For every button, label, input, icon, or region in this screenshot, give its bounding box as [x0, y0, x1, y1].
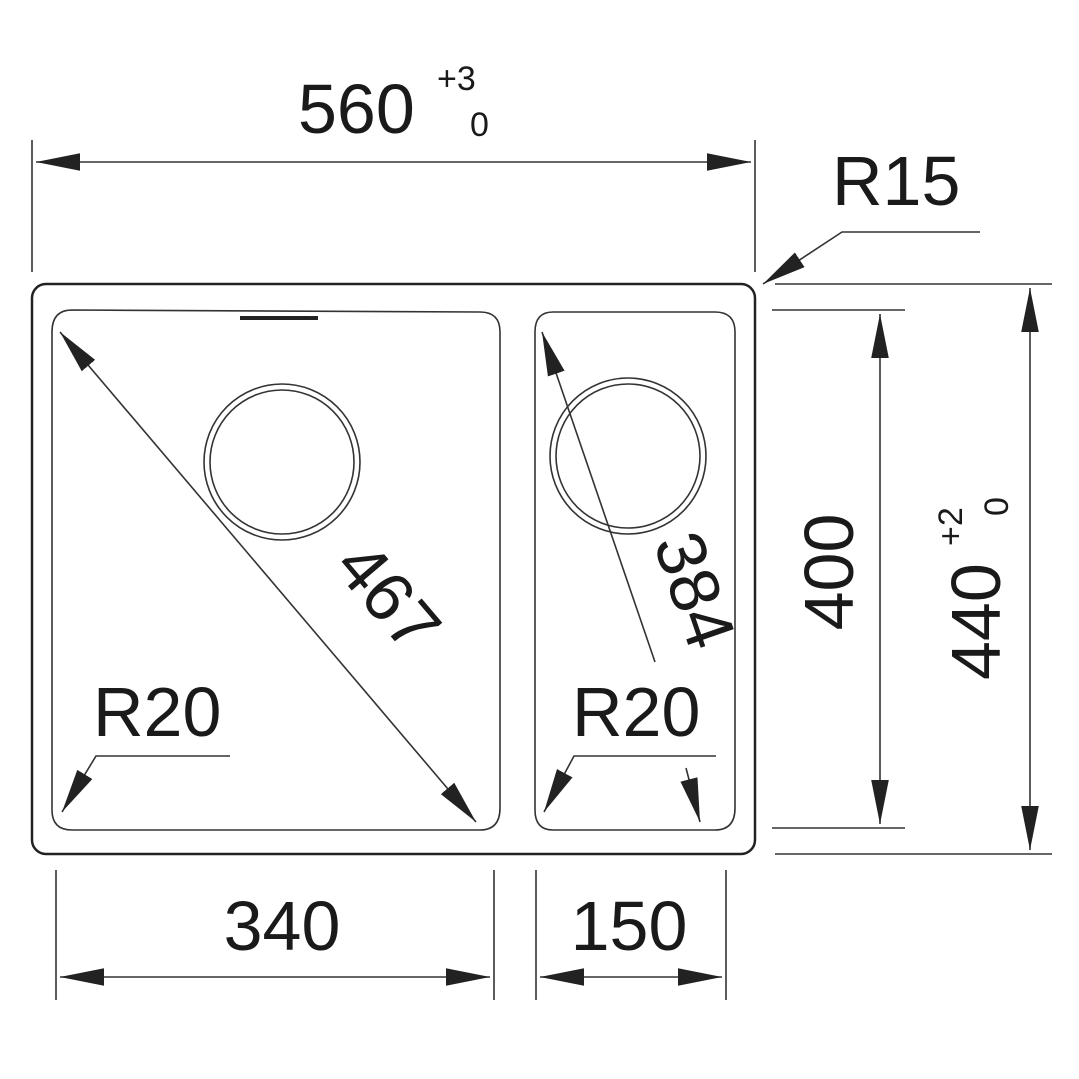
- small-bowl-drain-inner: [555, 383, 701, 529]
- small-bowl-width-value: 150: [571, 887, 688, 965]
- overall-width-tol-upper: +3: [437, 60, 476, 98]
- outer-corner-radius-callout: R15: [762, 142, 980, 285]
- large-bowl-outline: [51, 309, 501, 831]
- small-bowl-diagonal-value: 384: [639, 522, 751, 658]
- large-bowl-drain: [203, 383, 361, 541]
- outer-corner-radius-label: R15: [832, 142, 960, 220]
- overall-width-dimension: 560 +3 0: [31, 60, 756, 272]
- large-bowl-width-value: 340: [224, 887, 341, 965]
- large-bowl-corner-label: R20: [93, 673, 221, 751]
- overall-width-tol-lower: 0: [470, 106, 489, 144]
- small-bowl-corner-callout: R20: [543, 673, 716, 813]
- bowl-height-value: 400: [790, 514, 868, 631]
- outer-sink-edge: [30, 282, 757, 856]
- overall-height-value: 440: [937, 563, 1015, 680]
- sink-outline: [30, 282, 757, 856]
- overall-height-dimension: 440 +2 0: [775, 283, 1052, 855]
- overall-height-tol-lower: 0: [978, 497, 1016, 516]
- bowl-width-dimensions: 340 150: [55, 870, 727, 1000]
- large-bowl-corner-callout: R20: [61, 673, 230, 813]
- small-bowl-drain: [549, 377, 707, 535]
- overall-height-tol-upper: +2: [932, 507, 970, 546]
- overall-width-value: 560: [298, 70, 415, 148]
- bowl-height-dimension: 400: [772, 309, 905, 829]
- drain-holes: [203, 377, 707, 541]
- large-bowl-diagonal-value: 467: [321, 527, 456, 667]
- large-bowl-drain-inner: [209, 389, 355, 535]
- small-bowl-corner-label: R20: [572, 673, 700, 751]
- small-bowl-outline: [534, 311, 736, 831]
